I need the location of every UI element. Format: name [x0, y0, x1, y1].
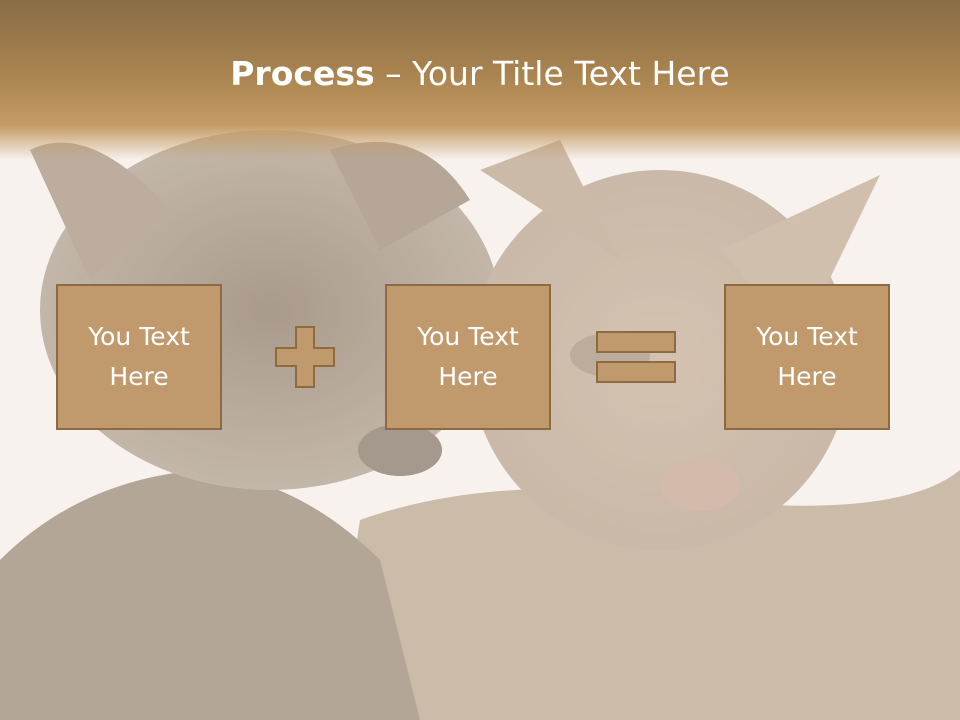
box-1-line2: Here	[109, 362, 169, 391]
process-box-2: You Text Here	[385, 284, 551, 430]
box-1-text: You Text Here	[69, 317, 209, 397]
box-1-line1: You Text	[88, 322, 190, 351]
box-2-line2: Here	[438, 362, 498, 391]
process-box-3: You Text Here	[724, 284, 890, 430]
box-3-text: You Text Here	[737, 317, 877, 397]
title-bar	[0, 0, 960, 160]
plus-icon	[275, 326, 335, 388]
box-3-line1: You Text	[756, 322, 858, 351]
title-bold: Process	[230, 54, 375, 93]
box-2-line1: You Text	[417, 322, 519, 351]
title-rest: – Your Title Text Here	[374, 54, 730, 93]
box-3-line2: Here	[777, 362, 837, 391]
box-2-text: You Text Here	[398, 317, 538, 397]
process-box-1: You Text Here	[56, 284, 222, 430]
slide-title: Process – Your Title Text Here	[0, 54, 960, 94]
equals-icon	[596, 331, 676, 383]
